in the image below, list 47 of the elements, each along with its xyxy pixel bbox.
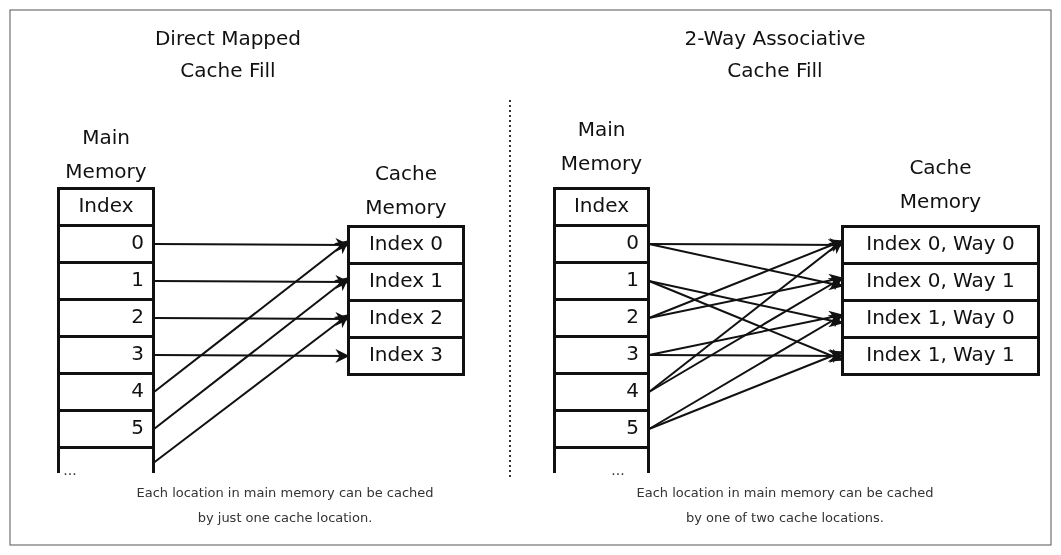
arrow [153,314,350,464]
memory-row: 5 [57,409,155,449]
cache-row: Index 3 [347,336,465,376]
cache-row: Index 0 [347,225,465,265]
arrow [648,348,844,363]
arrow [153,348,350,363]
column-heading: Main Memory [64,124,148,185]
memory-row: 3 [553,335,650,375]
cache-row: Index 0, Way 0 [841,225,1040,265]
arrow [648,280,844,328]
cache-row: Index 1, Way 0 [841,299,1040,339]
caption-text: Each location in main memory can be cached by one of two cache locations. [635,484,935,527]
arrow [648,239,844,319]
arrow [153,277,350,430]
memory-row: 1 [57,261,155,301]
arrow [648,277,844,393]
arrow [648,280,844,362]
memory-row: 2 [553,298,650,338]
arrow [153,240,350,393]
memory-row: 0 [57,224,155,264]
caption-text: Each location in main memory can be cached by just one cache location. [135,484,435,527]
memory-row: 4 [553,372,650,412]
caption-text: ... [62,462,78,478]
header-cell: Index [553,187,650,227]
memory-row: 1 [553,261,650,301]
arrow [648,314,844,430]
memory-row: 5 [553,409,650,449]
column-heading: Cache Memory [898,154,983,215]
panel-title: 2-Way Associative Cache Fill [683,25,867,84]
cache-row: Index 2 [347,299,465,339]
memory-row [57,446,155,473]
arrow [153,311,350,326]
cache-row: Index 0, Way 1 [841,262,1040,302]
memory-row: 0 [553,224,650,264]
arrow [648,243,844,291]
memory-row: 4 [57,372,155,412]
memory-row [553,446,650,473]
panel-title: Direct Mapped Cache Fill [153,25,303,84]
header-cell: Index [57,187,155,227]
memory-row: 2 [57,298,155,338]
cache-row: Index 1 [347,262,465,302]
column-heading: Cache Memory [364,160,448,221]
cache-row: Index 1, Way 1 [841,336,1040,376]
column-heading: Main Memory [559,116,644,177]
arrow [648,350,844,430]
memory-row: 3 [57,335,155,375]
caption-text: ... [610,462,626,478]
